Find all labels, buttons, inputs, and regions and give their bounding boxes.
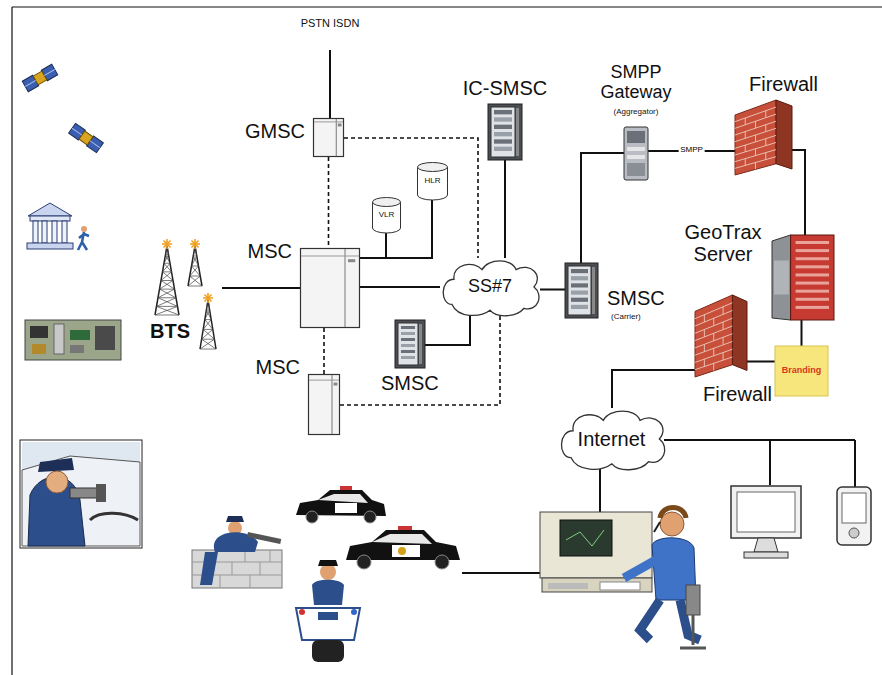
- network-link: [360, 200, 432, 258]
- node-label: SMSC: [607, 287, 665, 309]
- dispatcher: [624, 508, 706, 649]
- network-link: [222, 287, 300, 289]
- smsc-server: SMSC(Carrier): [565, 263, 598, 318]
- node-label: MSC: [256, 356, 300, 378]
- node-label: SMPP Gateway: [586, 63, 686, 103]
- node-label: VLR: [379, 211, 395, 220]
- msc-switch-outline: [308, 374, 340, 435]
- firewall-wall-outline: [735, 100, 792, 175]
- circuit-board: [25, 320, 121, 360]
- node-label: SS#7: [468, 277, 512, 297]
- firewall-wall: Firewall: [695, 295, 747, 377]
- node-label: IC-SMSC: [443, 77, 567, 99]
- network-link: [504, 160, 506, 258]
- link-label: SMPP: [678, 146, 705, 155]
- signalling-link: [323, 328, 325, 374]
- node-label: Internet: [578, 428, 646, 450]
- node-label: BTS: [150, 320, 190, 342]
- network-link: [801, 320, 803, 346]
- satellite: [22, 64, 57, 91]
- signalling-link: [340, 316, 500, 405]
- police-car: [346, 526, 460, 569]
- network-link: [747, 361, 775, 363]
- smsc-server-outline: [395, 320, 425, 368]
- pda: [837, 487, 871, 545]
- branding-box: Branding: [775, 346, 828, 396]
- firewall-wall: Firewall: [735, 100, 792, 175]
- msc-switch-outline: [313, 118, 344, 157]
- person: [78, 226, 89, 250]
- network-link: [792, 150, 805, 235]
- geotrax-server-outline: [772, 235, 834, 320]
- smsc-server-outline: [565, 263, 598, 318]
- bts-towers: BTS: [150, 238, 222, 350]
- network-link: [360, 233, 386, 258]
- network-link: [425, 316, 470, 345]
- officer-behind-wall: [192, 516, 282, 588]
- police-car: [296, 486, 386, 523]
- smsc-server: IC-SMSC: [488, 104, 522, 160]
- node-label: SMSC: [381, 372, 439, 394]
- msc-switch: MSC: [308, 374, 340, 435]
- node-label: GMSC: [245, 120, 305, 142]
- network-label: PSTN ISDN: [300, 17, 360, 29]
- police-motorcycle: [296, 560, 360, 662]
- dispatcher-console: [540, 512, 652, 592]
- satellite: [69, 123, 104, 152]
- firewall-wall-outline: [695, 295, 747, 377]
- network-link: [540, 289, 565, 291]
- network-link: [581, 153, 624, 263]
- msc-switch-outline: [300, 248, 360, 328]
- signalling-link: [328, 157, 330, 248]
- node-label: Firewall: [703, 383, 772, 405]
- pstn-line: [329, 50, 331, 118]
- node-label: HLR: [424, 177, 440, 186]
- msc-switch: GMSC: [313, 118, 344, 157]
- msc-switch: MSC: [300, 248, 360, 328]
- network-cloud: SS#7: [440, 258, 540, 316]
- officer-photo: [20, 440, 142, 548]
- node-label: MSC: [248, 240, 292, 262]
- frame: [12, 7, 882, 675]
- network-link: [360, 286, 440, 288]
- database-cylinder: HLR: [417, 162, 448, 200]
- monitor: [731, 486, 801, 558]
- smsc-server: SMSC: [395, 320, 425, 368]
- node-sublabel: (Aggregator): [586, 108, 686, 117]
- geotrax-server: GeoTrax Server: [772, 235, 834, 320]
- node-sublabel: (Carrier): [611, 313, 641, 322]
- network-link: [612, 370, 695, 408]
- smsc-server-outline: [488, 104, 522, 160]
- node-label: GeoTrax Server: [680, 221, 766, 265]
- signalling-link: [344, 138, 478, 258]
- node-label: Branding: [782, 366, 822, 376]
- network-cloud: Internet: [558, 408, 666, 470]
- gateway-device: SMPP Gateway(Aggregator): [624, 127, 648, 180]
- database-cylinder: VLR: [372, 197, 401, 233]
- gateway-device-outline: [624, 127, 648, 180]
- bank-building: [27, 203, 73, 249]
- node-label: Firewall: [749, 73, 818, 95]
